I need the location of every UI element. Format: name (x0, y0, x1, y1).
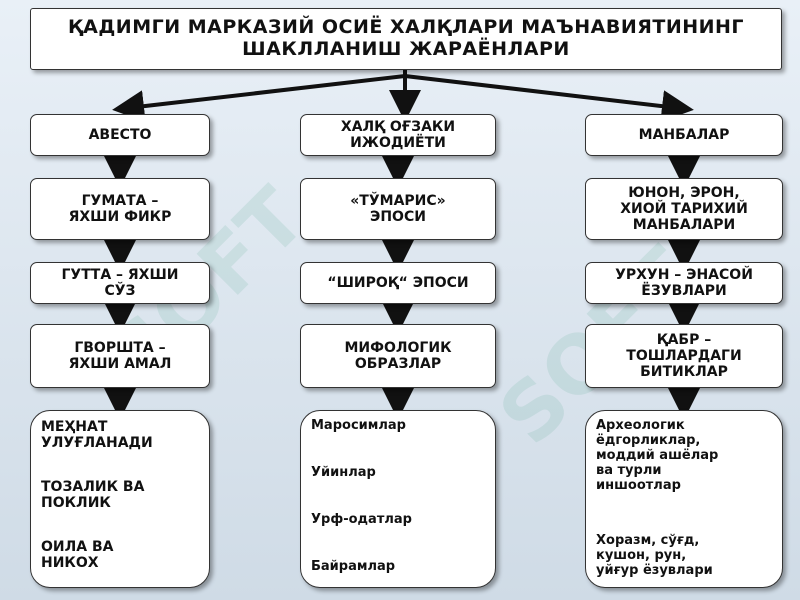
list-item: Байрамлар (311, 558, 396, 574)
list-item: ОИЛА ВА НИКОХ (41, 539, 114, 572)
list-item: Урф-одатлар (311, 511, 412, 527)
list-item: Хоразм, сўғд, кушон, рун, уйғур ёзувлари (596, 532, 713, 578)
column-1-header: АВЕСТО (30, 114, 210, 156)
column-3-list: Археологик ёдгорликлар, моддий ашёлар ва… (585, 410, 783, 588)
column-2-step-1: «ТЎМАРИС» ЭПОСИ (300, 178, 496, 240)
column-3-step-3: ҚАБР – ТОШЛАРДАГИ БИТИКЛАР (585, 324, 783, 388)
column-3-header: МАНБАЛАР (585, 114, 783, 156)
column-3-step-1: ЮНОН, ЭРОН, ХИОЙ ТАРИХИЙ МАНБАЛАРИ (585, 178, 783, 240)
column-1-step-1: ГУМАТА – ЯХШИ ФИКР (30, 178, 210, 240)
column-1-step-3: ГВОРШТА – ЯХШИ АМАЛ (30, 324, 210, 388)
list-item: Археологик ёдгорликлар, моддий ашёлар ва… (596, 418, 719, 493)
arrow-title-to-right (404, 74, 694, 123)
column-2-list: Маросимлар Уйинлар Урф-одатлар Байрамлар (300, 410, 496, 588)
list-item: ТОЗАЛИК ВА ПОКЛИК (41, 479, 145, 512)
list-item: Уйинлар (311, 464, 376, 480)
list-item: Маросимлар (311, 418, 406, 433)
column-3-step-2: УРХУН – ЭНАСОЙ ЁЗУВЛАРИ (585, 262, 783, 304)
column-1-step-2: ГУТТА – ЯХШИ СЎЗ (30, 262, 210, 304)
list-item: МЕҲНАТ УЛУҒЛАНАДИ (41, 419, 153, 452)
column-2-step-3: МИФОЛОГИК ОБРАЗЛАР (300, 324, 496, 388)
arrow-title-to-left (112, 74, 406, 123)
column-2-step-2: “ШИРОҚ“ ЭПОСИ (300, 262, 496, 304)
column-2-header: ХАЛҚ ОҒЗАКИ ИЖОДИЁТИ (300, 114, 496, 156)
column-1-list: МЕҲНАТ УЛУҒЛАНАДИ ТОЗАЛИК ВА ПОКЛИК ОИЛА… (30, 410, 210, 588)
diagram-title: ҚАДИМГИ МАРКАЗИЙ ОСИЁ ХАЛҚЛАРИ МАЪНАВИЯТ… (30, 8, 782, 70)
